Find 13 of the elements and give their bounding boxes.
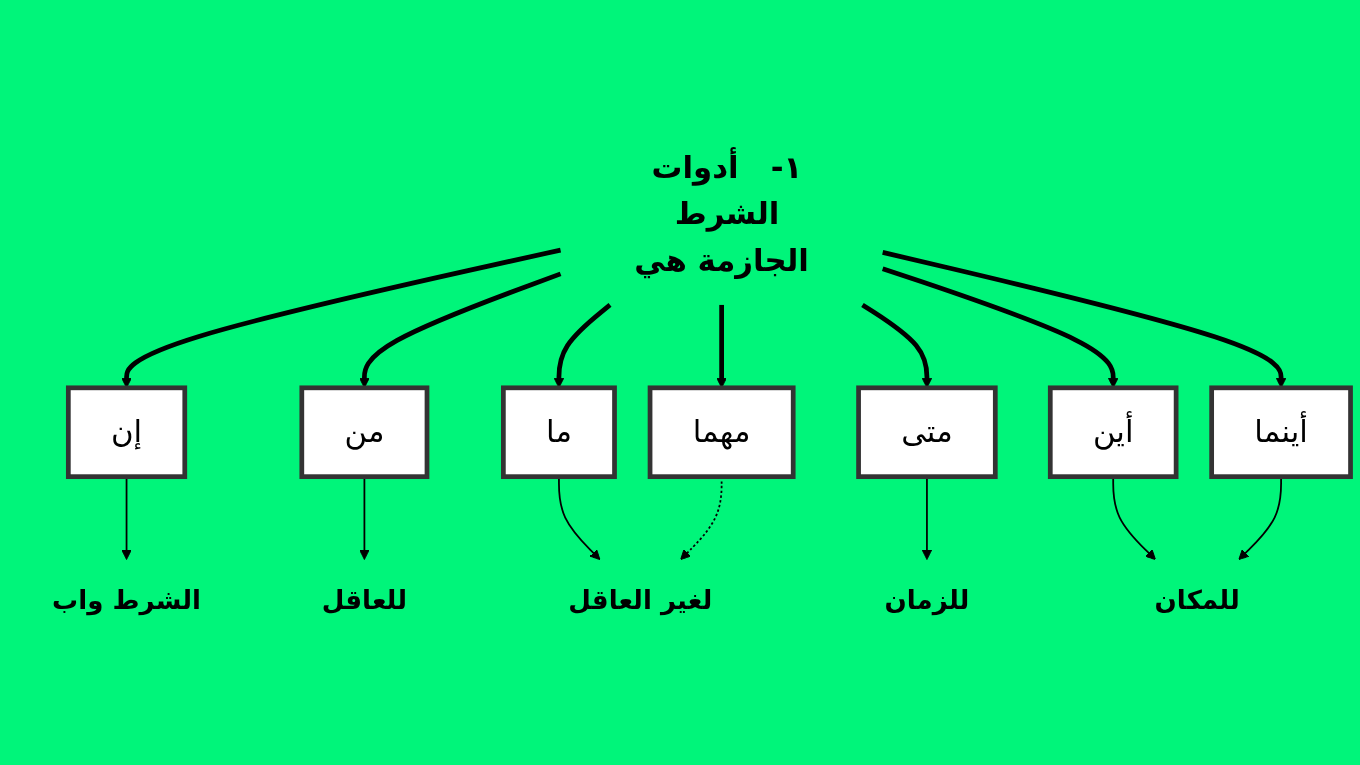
node-box: ما bbox=[501, 385, 617, 479]
node-box: أينما bbox=[1209, 385, 1353, 479]
node-box: أين bbox=[1047, 385, 1179, 479]
node-text: للزمان bbox=[884, 585, 970, 616]
node-text: للمكان bbox=[1154, 585, 1240, 616]
node-box: إن bbox=[65, 385, 188, 479]
node-box: مهما bbox=[647, 385, 796, 479]
node-text: للعاقل bbox=[321, 585, 408, 616]
node-text: لغير العاقل bbox=[568, 585, 713, 616]
node-box: من bbox=[299, 385, 430, 479]
node-text: الشرط واب bbox=[52, 585, 201, 616]
node-text: ١- أدوات الشرط الجازمة هي bbox=[634, 149, 809, 278]
node-box: متى bbox=[856, 385, 998, 479]
